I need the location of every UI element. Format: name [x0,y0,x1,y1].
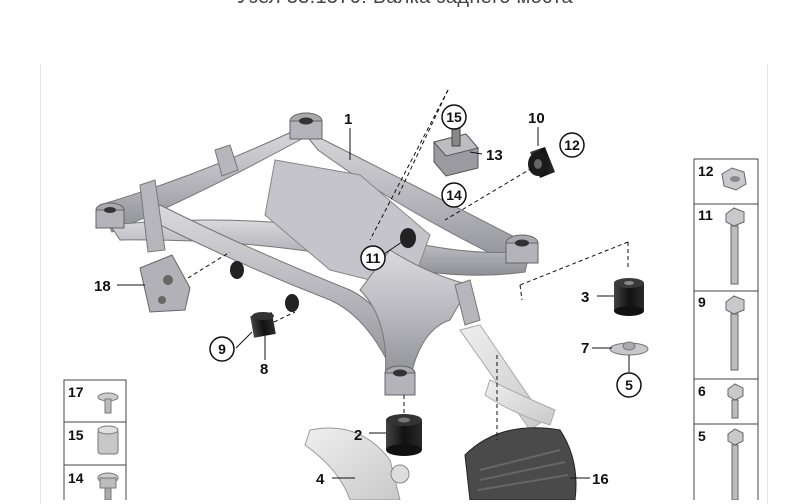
right-strip-label-1: 11 [698,207,713,223]
callout-7: 7 [581,340,589,357]
callout-2: 2 [354,427,362,444]
right-strip-label-2: 9 [698,294,706,310]
callout-10: 10 [528,110,545,127]
callout-14: 14 [446,187,462,203]
callout-5: 5 [625,377,633,393]
callout-9: 9 [218,341,226,357]
subframe [95,112,539,396]
bushing-side [250,312,276,338]
left-strip-label-1: 15 [68,427,84,443]
callout-18: 18 [94,278,111,295]
left-strip-label-2: 14 [68,470,84,486]
right-strip-label-4: 5 [698,428,706,444]
rubber-mount [433,127,479,177]
washer-part [609,341,649,356]
circled-callout-15: 15 [441,104,467,130]
right-strip-label-0: 12 [698,163,714,179]
bushing-large [386,414,422,456]
callout-3: 3 [581,289,589,306]
left-strip-label-0: 17 [68,384,84,400]
circled-callout-12: 12 [559,132,585,158]
circled-callout-11: 11 [360,245,386,271]
callout-12: 12 [564,137,580,153]
callout-13: 13 [486,147,503,164]
callout-8: 8 [260,361,268,378]
bushing-small [528,147,555,178]
right-parts-strip: 12 11 9 6 5 [693,158,759,500]
callout-1: 1 [344,111,352,128]
callout-11: 11 [366,250,381,266]
callout-15: 15 [446,109,462,125]
circled-callout-5: 5 [616,372,642,398]
left-parts-strip: 17 15 14 [63,379,127,500]
callout-4: 4 [316,471,325,488]
circled-callout-9: 9 [209,336,235,362]
protective-pad [464,427,577,500]
bracket-arm [304,427,401,500]
bushing-mount [614,278,644,316]
leader-lines [117,89,630,479]
right-strip-label-3: 6 [698,383,706,399]
page-title: Узел 33.1570: Балка заднего моста [0,0,810,9]
circled-callout-14: 14 [441,182,467,208]
callout-16: 16 [592,471,609,488]
